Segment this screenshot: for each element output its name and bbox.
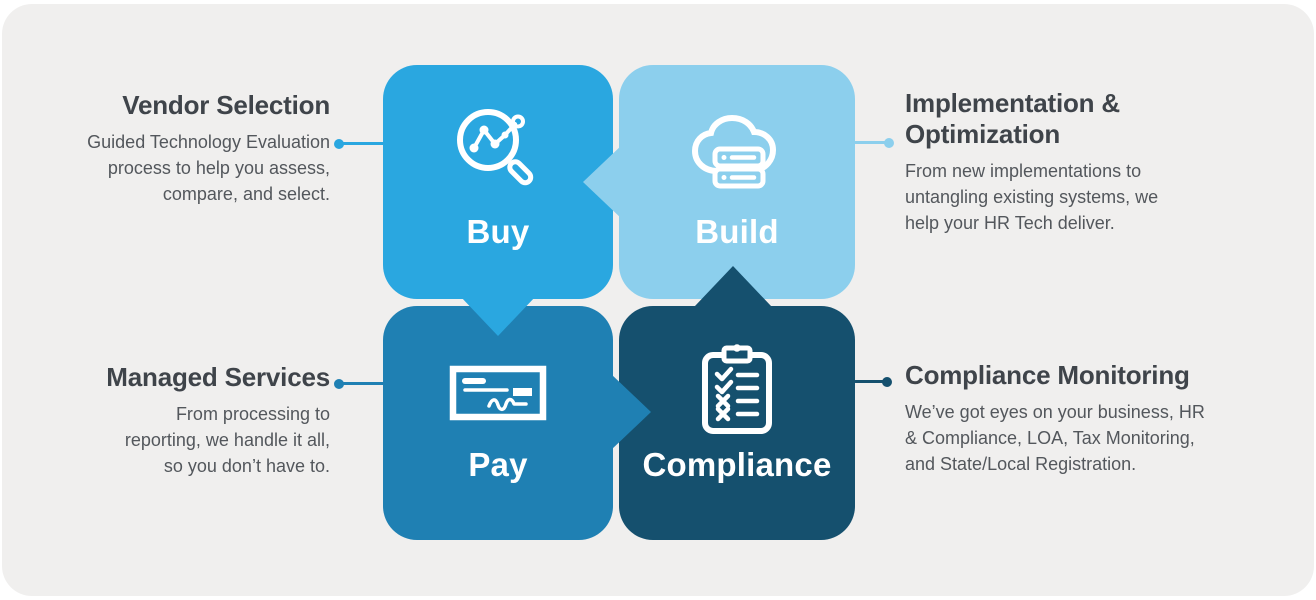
callout-title: Implementation & Optimization xyxy=(905,88,1120,149)
tile-label-buy: Buy xyxy=(466,213,530,250)
callout-implementation-optimization: Implementation & Optimization From new i… xyxy=(905,88,1235,236)
connector-line xyxy=(854,141,887,144)
tile-pay: Pay xyxy=(383,306,613,540)
tile-label-build: Build xyxy=(695,213,779,250)
tile-build: Build xyxy=(619,65,855,299)
callout-title: Managed Services xyxy=(106,362,330,392)
connector-line xyxy=(341,142,385,145)
connector-line xyxy=(854,380,885,383)
paycheck-icon xyxy=(383,364,613,422)
connector-dot xyxy=(334,379,344,389)
callout-body: We’ve got eyes on your business, HR & Co… xyxy=(905,402,1205,474)
callout-body: Guided Technology Evaluation process to … xyxy=(87,132,330,204)
callout-managed-services: Managed Services From processing to repo… xyxy=(40,362,330,479)
callout-body: From new implementations to untangling e… xyxy=(905,161,1159,233)
tile-label-pay: Pay xyxy=(468,446,528,483)
clipboard-checklist-icon xyxy=(619,342,855,436)
connector-dot xyxy=(334,139,344,149)
callout-compliance-monitoring: Compliance Monitoring We’ve got eyes on … xyxy=(905,360,1250,477)
tile-buy: Buy xyxy=(383,65,613,299)
callout-title: Vendor Selection xyxy=(122,90,330,120)
cloud-server-icon xyxy=(619,111,855,195)
connector-dot xyxy=(882,377,892,387)
callout-vendor-selection: Vendor Selection Guided Technology Evalu… xyxy=(40,90,330,207)
search-analytics-icon xyxy=(383,101,613,201)
connector-dot xyxy=(884,138,894,148)
callout-title: Compliance Monitoring xyxy=(905,360,1190,390)
connector-line xyxy=(341,382,385,385)
callout-body: From processing to reporting, we handle … xyxy=(124,404,330,476)
tile-label-compliance: Compliance xyxy=(642,446,832,483)
tile-compliance: Compliance xyxy=(619,306,855,540)
